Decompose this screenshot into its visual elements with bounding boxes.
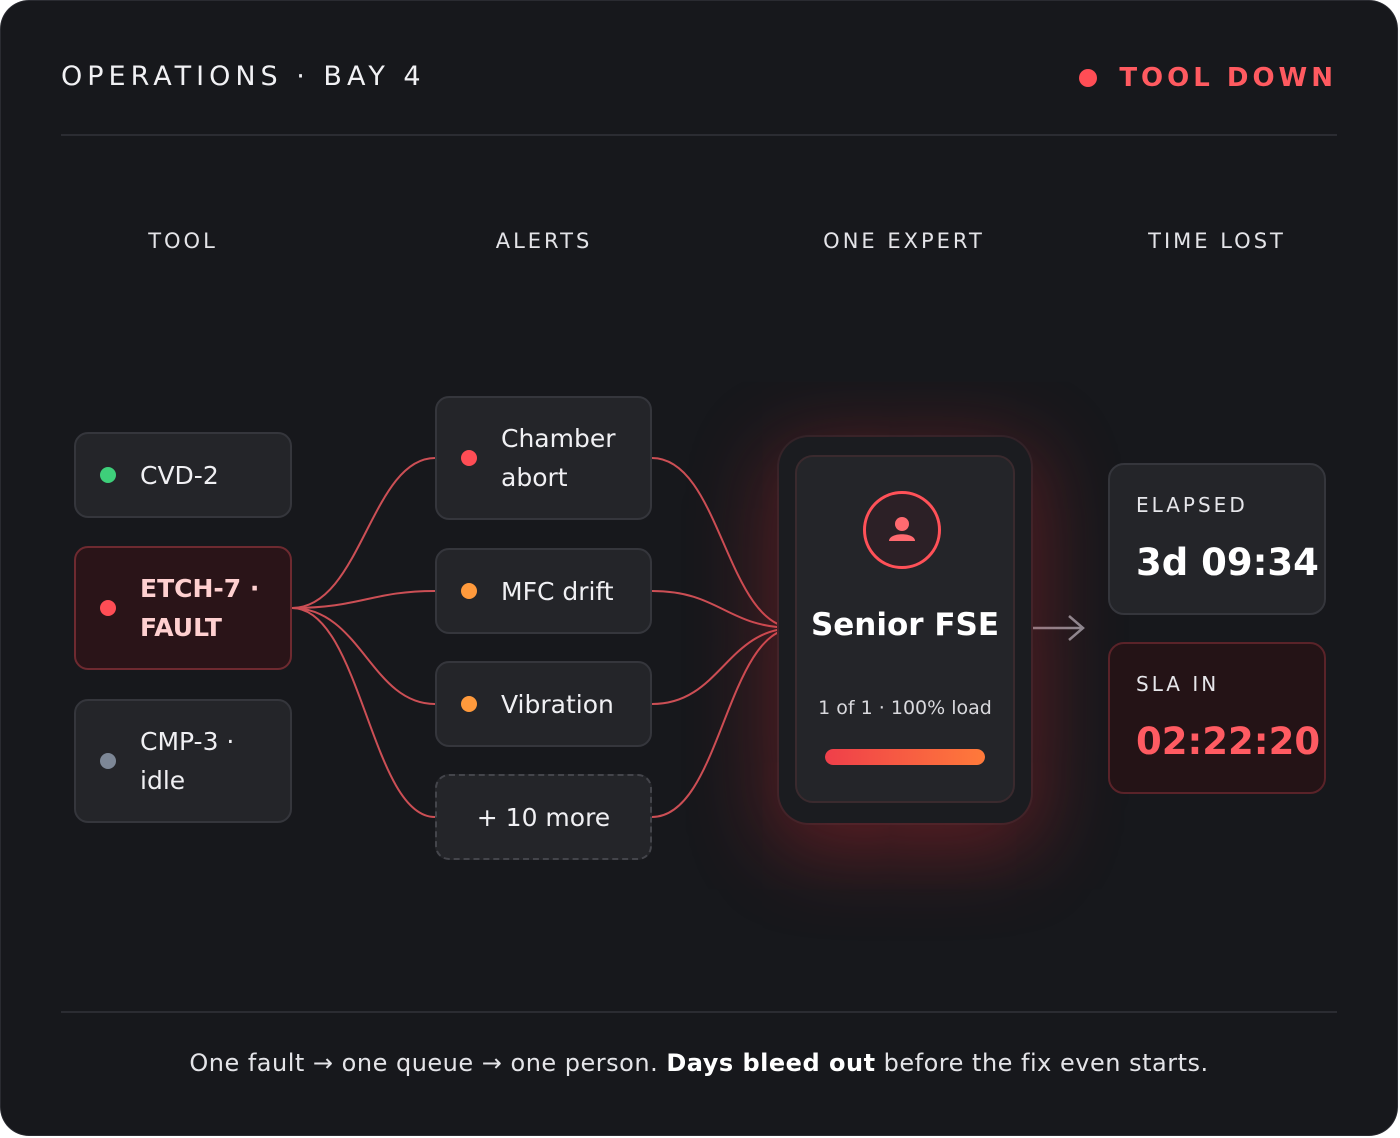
sla-card: SLA IN 02:22:20	[1108, 642, 1326, 794]
caption-text-start: One fault → one queue → one person.	[189, 1049, 667, 1077]
tool-label: CMP-3 · idle	[140, 727, 235, 795]
alert-label: Chamber abort	[501, 424, 616, 492]
header-divider	[61, 134, 1337, 136]
expert-card[interactable]: Senior FSE 1 of 1 · 100% load	[795, 455, 1015, 803]
alert-label: Vibration	[501, 689, 614, 719]
person-icon	[863, 491, 941, 569]
more-alerts-label: + 10 more	[476, 802, 611, 832]
column-header-alerts: ALERTS	[495, 229, 593, 253]
alert-node-mfc-drift[interactable]: MFC drift	[435, 548, 652, 634]
expert-load-text: 1 of 1 · 100% load	[818, 697, 992, 719]
elapsed-value: 3d 09:34	[1136, 541, 1319, 584]
alert-node-more[interactable]: + 10 more	[435, 774, 652, 860]
connector-mfc-drift-to-expert	[651, 590, 796, 629]
column-header-expert: ONE EXPERT	[823, 229, 985, 253]
status-idle-dot-icon	[100, 753, 116, 769]
expert-name: Senior FSE	[810, 607, 1000, 643]
tool-label: CVD-2	[140, 460, 219, 490]
tool-node-cmp-3[interactable]: CMP-3 · idle	[74, 699, 292, 823]
page-title: OPERATIONS · BAY 4	[61, 61, 426, 92]
elapsed-label: ELAPSED	[1136, 493, 1248, 517]
tool-node-cvd-2[interactable]: CVD-2	[74, 432, 292, 518]
status-ok-dot-icon	[100, 467, 116, 483]
tool-label: ETCH-7 · FAULT	[140, 574, 260, 642]
expert-load-fill	[825, 749, 985, 765]
connector-chamber-abort-to-expert	[651, 457, 796, 629]
column-header-tool: TOOL	[148, 229, 218, 253]
alert-warning-dot-icon	[461, 583, 477, 599]
sla-value: 02:22:20	[1136, 720, 1321, 763]
alert-critical-dot-icon	[461, 450, 477, 466]
tool-node-etch-7[interactable]: ETCH-7 · FAULT	[74, 546, 292, 670]
expert-load-bar	[825, 749, 985, 765]
status-fault-dot-icon	[100, 600, 116, 616]
connector-fault-to-more	[291, 607, 436, 818]
status-badge: TOOL DOWN	[1079, 63, 1337, 93]
alert-warning-dot-icon	[461, 696, 477, 712]
caption-emphasis: Days bleed out	[666, 1049, 876, 1077]
status-label: TOOL DOWN	[1119, 63, 1337, 93]
alert-label: MFC drift	[501, 576, 614, 606]
alert-node-chamber-abort[interactable]: Chamber abort	[435, 396, 652, 520]
connector-fault-to-vibration	[291, 607, 436, 705]
sla-label: SLA IN	[1136, 672, 1220, 696]
status-dot-icon	[1079, 69, 1098, 87]
alert-node-vibration[interactable]: Vibration	[435, 661, 652, 747]
footer-divider	[61, 1011, 1337, 1013]
connector-fault-to-chamber-abort	[291, 457, 436, 609]
footer-caption: One fault → one queue → one person. Days…	[1, 1049, 1397, 1077]
connector-fault-to-mfc-drift	[291, 590, 436, 609]
connector-vibration-to-expert	[651, 627, 796, 705]
column-header-time-lost: TIME LOST	[1148, 229, 1286, 253]
caption-text-end: before the fix even starts.	[875, 1049, 1209, 1077]
elapsed-card: ELAPSED 3d 09:34	[1108, 463, 1326, 615]
connector-more-to-expert	[651, 627, 796, 818]
